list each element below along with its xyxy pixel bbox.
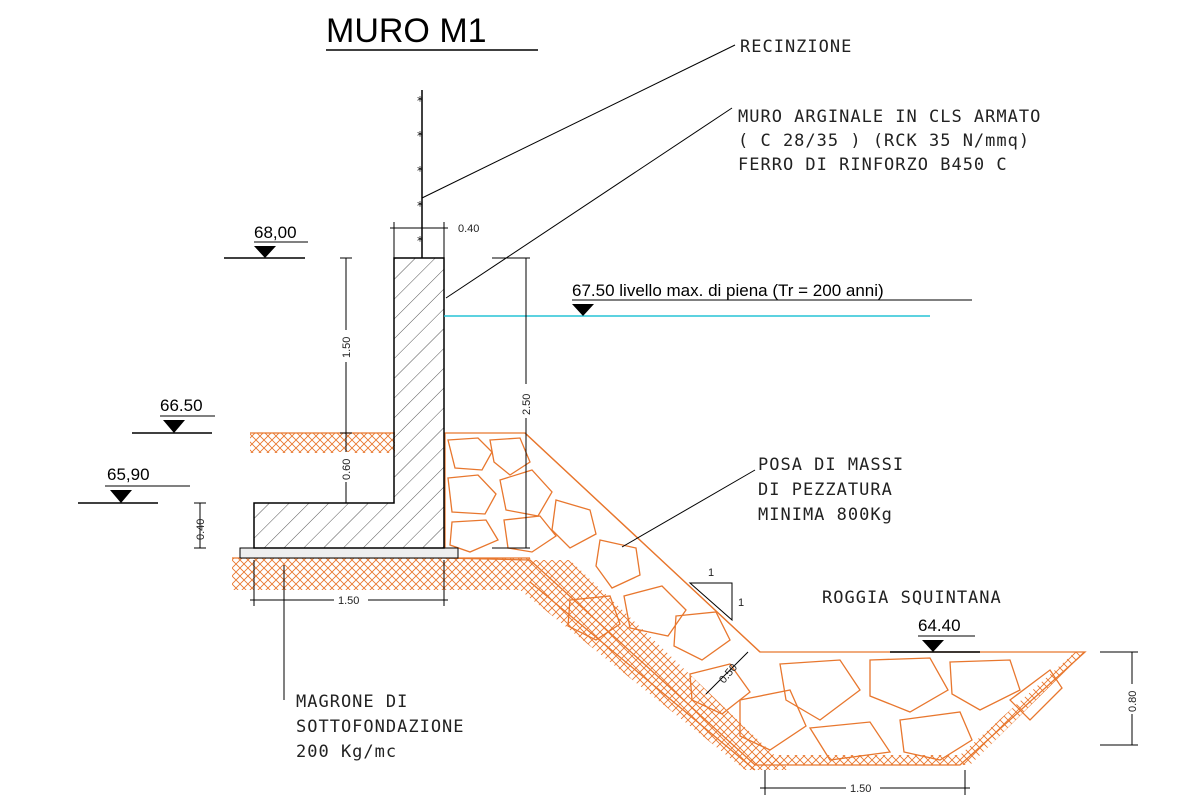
leader-posa — [621, 469, 756, 548]
note-recinzione: RECINZIONE — [740, 37, 852, 57]
slope-indicator: 1 1 — [688, 567, 744, 622]
svg-text:0.40: 0.40 — [458, 223, 479, 235]
level-marker-water: 67.50 livello max. di piena (Tr = 200 an… — [572, 281, 972, 316]
level-channel-label: 64.40 — [918, 616, 961, 635]
dim-footing: 0.40 — [194, 502, 207, 549]
leader-muro — [445, 107, 733, 299]
svg-text:*: * — [417, 129, 423, 143]
level-top-label: 68,00 — [254, 223, 297, 242]
svg-text:1.50: 1.50 — [850, 783, 871, 795]
svg-text:1: 1 — [708, 567, 714, 579]
rock-shapes — [447, 437, 1063, 761]
svg-text:1.50: 1.50 — [338, 595, 359, 607]
dim-channel-depth: 0.80 — [1100, 651, 1140, 746]
note-muro-line2: ( C 28/35 ) (RCK 35 N/mmq) — [738, 131, 1030, 151]
note-posa-line2: DI PEZZATURA — [758, 480, 893, 500]
dim-base-width: 1.50 — [250, 560, 448, 607]
level-water-label: 67.50 livello max. di piena (Tr = 200 an… — [572, 281, 884, 300]
dim-wall-height: 1.50 — [338, 257, 354, 434]
note-roggia: ROGGIA SQUINTANA — [822, 588, 1002, 608]
riprap-slope-hatch — [232, 560, 790, 770]
svg-text:0.80: 0.80 — [1127, 691, 1139, 712]
svg-text:0.40: 0.40 — [195, 519, 207, 540]
leader-recinzione — [421, 44, 736, 199]
slope-line — [524, 432, 761, 653]
svg-text:*: * — [417, 234, 423, 248]
dim-channel-width: 1.50 — [760, 770, 970, 795]
level-marker-channel: 64.40 — [890, 616, 980, 653]
svg-text:1.50: 1.50 — [341, 337, 353, 358]
retaining-wall — [253, 257, 445, 549]
note-posa-line3: MINIMA 800Kg — [758, 505, 893, 525]
note-magrone-line3: 200 Kg/mc — [296, 742, 397, 762]
dim-wall-thickness: 0.40 — [390, 222, 479, 258]
channel-hatch — [745, 652, 1085, 765]
svg-text:*: * — [417, 94, 423, 108]
dim-total-height: 2.50 — [492, 257, 534, 549]
level-ground-label: 66.50 — [160, 396, 203, 415]
lean-concrete — [239, 547, 459, 559]
note-magrone-line2: SOTTOFONDAZIONE — [296, 717, 465, 737]
soil-base — [232, 558, 532, 582]
level-marker-base: 65,90 — [78, 465, 190, 504]
note-magrone-line1: MAGRONE DI — [296, 692, 408, 712]
note-posa-line1: POSA DI MASSI — [758, 455, 904, 475]
fence-post: * * * * * — [417, 90, 423, 258]
level-base-label: 65,90 — [107, 465, 150, 484]
note-muro-line1: MURO ARGINALE IN CLS ARMATO — [738, 107, 1041, 127]
svg-text:*: * — [417, 164, 423, 178]
dim-embed: 0.60 — [338, 433, 354, 504]
svg-text:*: * — [417, 199, 423, 213]
level-marker-top: 68,00 — [224, 223, 308, 259]
soil-upper-left — [250, 433, 395, 453]
dim-riprap: 0.50 — [705, 651, 749, 695]
level-marker-ground: 66.50 — [132, 396, 215, 434]
drawing-title: MURO M1 — [326, 12, 487, 50]
svg-text:1: 1 — [738, 597, 744, 609]
svg-text:0.60: 0.60 — [341, 459, 353, 480]
note-muro-line3: FERRO DI RINFORZO B450 C — [738, 155, 1008, 175]
svg-text:2.50: 2.50 — [521, 394, 533, 415]
